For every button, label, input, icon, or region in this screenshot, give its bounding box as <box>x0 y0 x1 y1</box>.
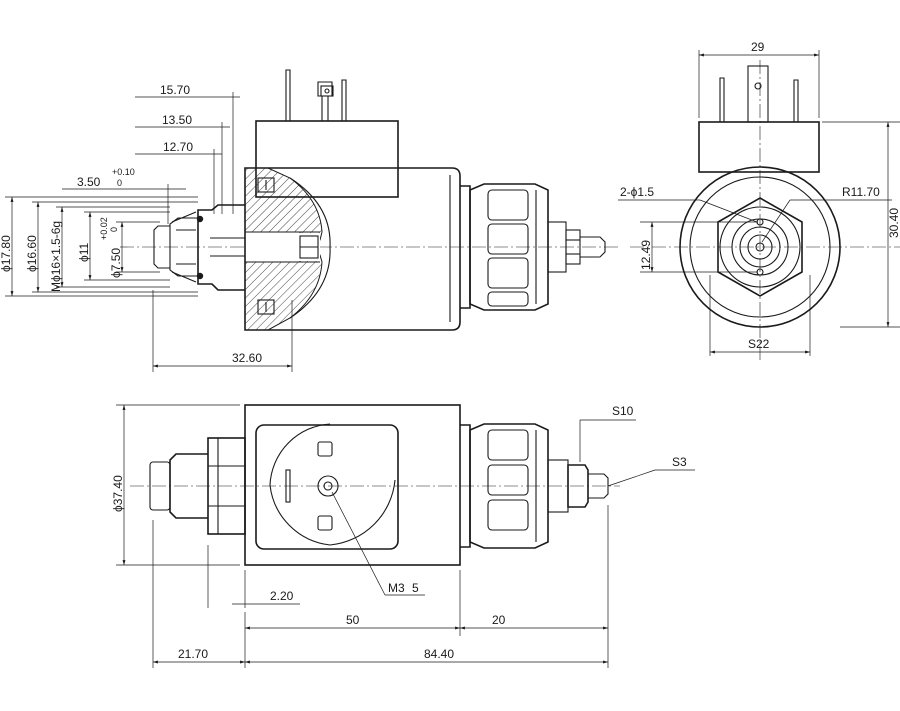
connector-pins <box>285 69 347 121</box>
dim-84-40: 84.40 <box>424 647 454 661</box>
tol-zero-b: 0 <box>109 227 119 232</box>
dim-r-11-70: R11.70 <box>842 185 880 199</box>
dim-phi-37-40: ϕ37.40 <box>111 475 125 512</box>
dim-phi-7-50: ϕ7.50 <box>109 248 123 278</box>
dim-s10: S10 <box>612 404 634 418</box>
dim-21-70: 21.70 <box>178 647 208 661</box>
dim-m3-depth: 5 <box>412 581 419 595</box>
dim-2-20: 2.20 <box>270 589 294 603</box>
dim-phi-11: ϕ11 <box>77 242 91 262</box>
dim-12-49: 12.49 <box>639 240 653 270</box>
dim-phi-16-60: ϕ16.60 <box>25 235 39 272</box>
dim-15-70: 15.70 <box>160 83 190 97</box>
dim-phi-17-80: ϕ17.80 <box>0 235 13 272</box>
dim-diameters: ϕ17.80 ϕ16.60 Mϕ16×1.5-6g ϕ11 ϕ7.50 +0.0… <box>0 196 198 297</box>
tol-zero-a: 0 <box>117 178 122 188</box>
dim-29: 29 <box>751 40 765 54</box>
dim-holes: 2-ϕ1.5 <box>620 185 654 199</box>
dim-m3: M3 <box>388 581 405 595</box>
end-view: 29 30.40 12.49 2-ϕ1.5 R11.70 S22 <box>618 40 900 360</box>
dim-s22: S22 <box>748 337 770 351</box>
dim-3-50: 3.50 <box>77 175 101 189</box>
dim-30-40: 30.40 <box>887 208 900 238</box>
tol-plus-002: +0.02 <box>99 217 109 240</box>
section-view: 15.70 13.50 12.70 3.50 +0.10 0 ϕ17.80 <box>0 69 620 372</box>
dim-12-70: 12.70 <box>163 140 193 154</box>
dim-thread-m16: Mϕ16×1.5-6g <box>49 221 63 292</box>
side-view: ϕ37.40 S10 S3 M3 5 2.20 50 20 21.70 84.4… <box>111 404 695 668</box>
dim-top-stack: 15.70 13.50 12.70 3.50 +0.10 0 <box>62 83 240 224</box>
dim-32-60: 32.60 <box>232 351 262 365</box>
dim-13-50: 13.50 <box>162 113 192 127</box>
tol-plus-010: +0.10 <box>112 167 135 177</box>
dim-s3: S3 <box>672 455 687 469</box>
dim-20: 20 <box>492 613 506 627</box>
dim-50: 50 <box>346 613 360 627</box>
